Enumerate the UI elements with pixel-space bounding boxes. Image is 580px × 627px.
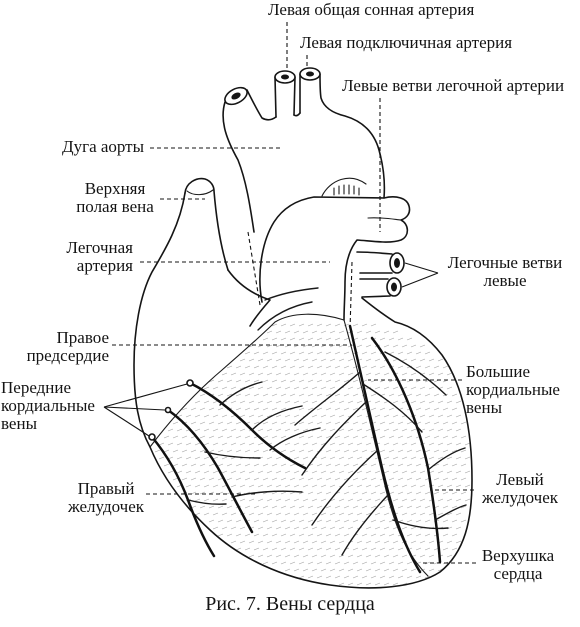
label-left-pulmonary-artery-branches: Левые ветви легочной артерии [342,77,564,95]
lower-left-pulmonary-vein-lumen [391,282,397,292]
label-line: Легочные ветви [447,253,563,272]
leader-left-pulmonary-veins [401,262,439,288]
anterior-cardiac-vein-branches [187,381,321,505]
atrial-veins [257,287,319,331]
label-line: Передние [1,378,72,397]
label-line: вены [466,398,502,417]
label-line: Верхушка [481,546,555,565]
label-line: левые [483,271,527,290]
label-right-ventricle: Правый желудочек [60,480,152,516]
leader-anterior-cardiac-veins [103,383,188,437]
great-cardiac-vein-branches [294,351,467,556]
left-pulmonary-veins-walls [356,251,393,298]
label-line: артерия [76,256,133,275]
label-left-subclavian-artery: Левая подключичная артерия [300,34,512,52]
figure-caption: Рис. 7. Вены сердца [205,593,375,615]
label-heart-apex: Верхушка сердца [470,547,566,583]
label-pulmonary-artery: Легочная артерия [40,239,133,275]
anterior-cardiac-vein-middle-end [164,406,172,414]
aortic-arch-left-outline [222,101,255,233]
upper-left-pulmonary-vein-lumen [394,258,400,268]
anterior-cardiac-vein-middle [166,408,254,534]
anterior-cardiac-vein-lower-end [148,433,156,441]
label-line: кордиальные [466,380,560,399]
label-line: полая вена [76,197,154,216]
label-line: Большие [466,362,531,381]
brachiocephalic-trunk-lumen [231,92,241,100]
label-left-common-carotid-artery: Левая общая сонная артерия [268,1,474,19]
label-anterior-cardiac-veins: Передние кордиальные вены [1,379,95,433]
leader-lines [103,22,476,564]
label-superior-vena-cava: Верхняя полая вена [70,180,160,216]
label-line: Дуга аорты [62,137,145,156]
aorta-shading-dashes [247,231,261,306]
brachiocephalic-trunk [224,86,248,106]
heart-contours [133,67,473,589]
left-common-carotid-artery-lumen [281,74,289,80]
heart-outline [133,192,473,589]
label-line: Левая подключичная артерия [300,33,513,52]
label-line: сердца [493,564,543,583]
left-pulmonary-artery-branch-division [367,217,402,221]
label-aortic-arch: Дуга аорты [62,138,144,156]
label-line: Легочная [66,238,133,257]
label-left-pulmonary-veins: Легочные ветви левые [440,254,570,290]
ventricle-shading [154,323,471,586]
left-common-carotid-artery-walls [274,76,296,118]
label-left-ventricle: Левый желудочек [470,471,570,507]
label-line: Левая общая сонная артерия [268,0,475,19]
coronary-sulcus [149,313,345,448]
right-auricle-outline [227,269,271,327]
label-line: предсердие [26,346,109,365]
label-line: желудочек [481,488,559,507]
label-great-cardiac-veins: Большие кордиальные вены [466,363,560,417]
label-line: Правый [77,479,135,498]
left-common-carotid-artery [274,70,296,118]
pulmonary-trunk-outline [259,196,411,321]
pulmonary-trunk-shading-dashes [349,261,353,331]
arterial-ligament [321,177,367,197]
label-line: вены [1,414,37,433]
superior-vena-cava-opening [186,189,214,196]
label-line: кордиальные [1,396,95,415]
superior-vena-cava-outline [184,177,229,271]
left-marginal-vein [370,336,442,564]
anterior-cardiac-vein-upper-end [186,379,194,387]
label-line: Правое [56,328,110,347]
label-line: Верхняя [84,179,146,198]
anterior-cardiac-vein-upper [188,381,307,470]
great-cardiac-vein [348,324,422,574]
left-subclavian-artery-lumen [306,71,314,77]
label-line: Левые ветви легочной артерии [342,76,565,95]
left-subclavian-artery [299,67,321,114]
left-pulmonary-veins [356,251,405,298]
anterior-cardiac-vein-lower [150,435,216,558]
label-line: Левый [496,470,544,489]
label-right-atrium: Правое предсердие [20,329,109,365]
cardiac-veins [148,287,467,574]
label-line: желудочек [67,497,145,516]
